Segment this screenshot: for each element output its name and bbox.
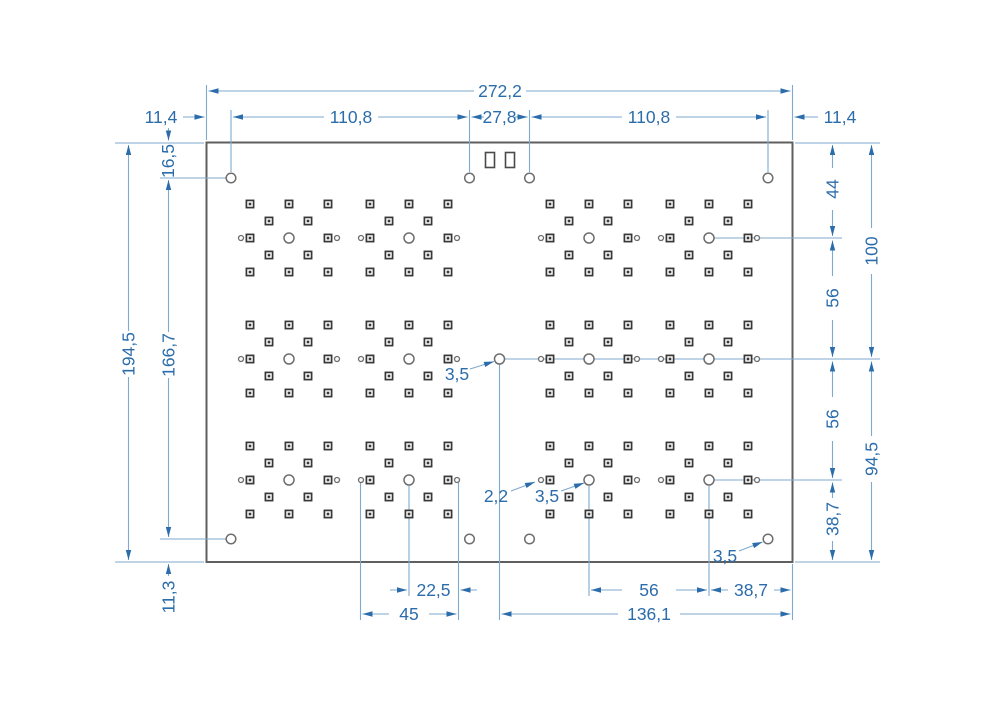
dim-margin-left: 11,4 (145, 107, 178, 127)
dim-total-width: 272,2 (478, 81, 522, 101)
dim-row-pitch-lower: 56 (823, 409, 843, 428)
slot (484, 151, 496, 169)
dim-row3-to-bottom: 38,7 (823, 502, 843, 536)
dim-center-hole-dia: 3,5 (445, 364, 469, 384)
dim-center-hole-span: 27,8 (482, 107, 516, 127)
dim-row-pitch-upper: 56 (823, 288, 843, 307)
mounting-hole (762, 172, 774, 184)
mounting-hole (225, 533, 237, 545)
top-slots (484, 151, 516, 169)
dimension-labels: 272,2 11,4 110,8 27,8 110,8 11,4 16,5 19… (119, 81, 882, 624)
dim-lower-span: 94,5 (862, 442, 882, 476)
mounting-hole (463, 533, 476, 545)
mounting-holes (225, 172, 774, 545)
dim-module-half-span: 22,5 (416, 580, 450, 600)
mounting-hole (523, 172, 536, 184)
dim-module-to-edge: 38,7 (734, 580, 768, 600)
mounting-hole (762, 533, 774, 545)
dim-total-height: 194,5 (119, 332, 139, 376)
dim-center-to-edge: 136,1 (627, 604, 671, 624)
center-hole (493, 353, 506, 365)
dim-margin-right: 11,4 (824, 107, 857, 127)
dim-upper-span: 100 (862, 236, 882, 265)
mounting-hole (225, 172, 237, 184)
dimension-lines (125, 88, 875, 617)
extension-lines (115, 85, 880, 620)
slot (504, 151, 516, 169)
dim-module-circle-span: 45 (399, 604, 418, 624)
leader-lines (469, 360, 763, 552)
mounting-hole (463, 172, 476, 184)
dim-module-hole-dia: 3,5 (535, 486, 559, 506)
dim-small-hole-dia: 2,2 (484, 486, 508, 506)
dim-corner-hole-dia: 3,5 (713, 546, 737, 566)
mounting-hole (523, 533, 536, 545)
dim-hole-v-span: 166,7 (159, 333, 179, 377)
dim-hole-bottom-offset: 11,3 (159, 581, 179, 614)
dim-hole-span-right: 110,8 (628, 107, 671, 127)
dim-hole-span-left: 110,8 (330, 107, 373, 127)
dim-hole-top-offset: 16,5 (158, 144, 178, 178)
dim-module-pitch: 56 (639, 580, 658, 600)
dim-row1-from-top: 44 (823, 179, 843, 199)
